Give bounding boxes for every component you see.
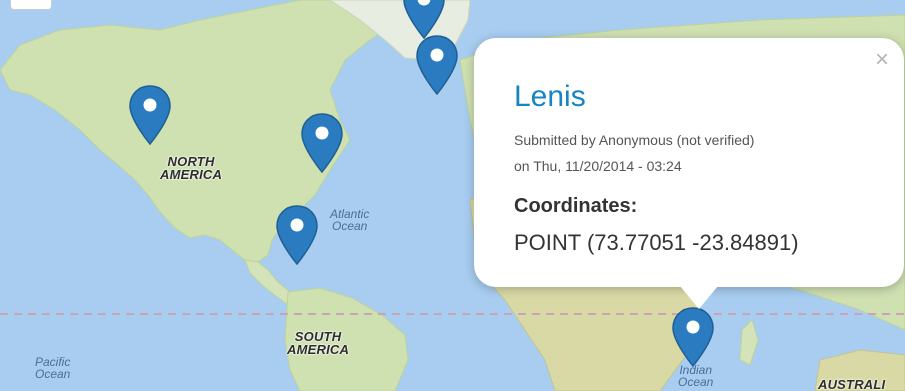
map-marker-pin[interactable] <box>402 0 446 40</box>
map-marker-pin[interactable] <box>128 84 172 146</box>
popup-submitted-info: Submitted by Anonymous (not verified) on… <box>514 127 754 179</box>
map-marker-pin[interactable] <box>275 204 319 266</box>
label-indian-ocean: Indian Ocean <box>678 363 714 389</box>
close-icon[interactable]: × <box>875 46 890 73</box>
land-madagascar <box>739 319 759 366</box>
info-popup-tip <box>680 286 718 309</box>
label-pacific-ocean: Pacific Ocean <box>35 355 71 381</box>
popup-submitted-by: Submitted by Anonymous (not verified) <box>514 132 755 148</box>
popup-submitted-date: on Thu, 11/20/2014 - 03:24 <box>514 158 682 174</box>
map-marker-pin-selected[interactable] <box>671 306 715 368</box>
label-north-america: NORTH AMERICA <box>160 154 223 182</box>
land-australia <box>814 349 905 391</box>
popup-field-value: POINT (73.77051 -23.84891) <box>514 230 799 255</box>
label-atlantic-ocean: Atlantic Ocean <box>330 207 370 233</box>
zoom-control[interactable] <box>10 0 52 10</box>
popup-title-link[interactable]: Lenis <box>514 80 586 113</box>
map-marker-pin[interactable] <box>415 34 459 96</box>
info-popup <box>474 38 904 287</box>
map-marker-pin[interactable] <box>300 112 344 174</box>
label-south-america: SOUTH AMERICA <box>287 329 350 357</box>
popup-field-label: Coordinates: <box>514 195 638 217</box>
label-australia: AUSTRALI <box>818 377 886 391</box>
